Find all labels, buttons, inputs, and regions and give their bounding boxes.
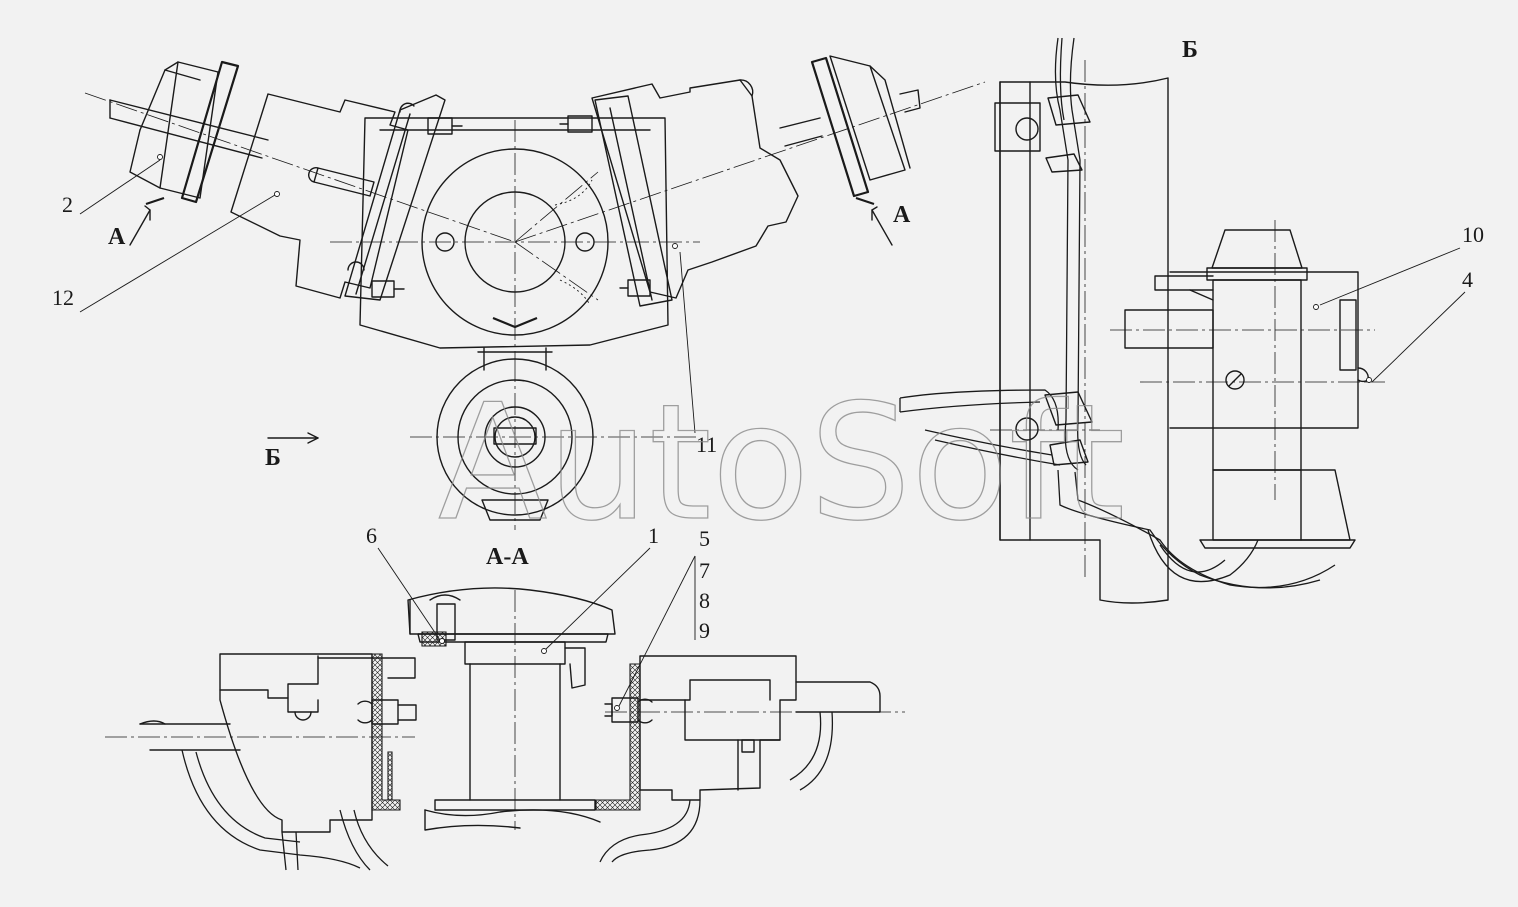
callout-8: 8	[699, 588, 710, 613]
main-view	[84, 55, 986, 530]
callout-11: 11	[696, 432, 717, 457]
callout-6: 6	[366, 523, 377, 548]
view-b-title: Б	[1182, 37, 1198, 63]
section-labels: Б Б А А А-А	[108, 37, 1198, 570]
section-aa-title: А-А	[486, 544, 529, 570]
callout-labels: 2 12 11 10 4 6 1 5 7 8 9	[52, 192, 1484, 643]
callout-4: 4	[1462, 267, 1473, 292]
section-a-a	[105, 587, 905, 871]
callout-7: 7	[699, 558, 710, 583]
leader-lines	[79, 154, 1466, 711]
view-b	[899, 37, 1385, 604]
callout-10: 10	[1462, 222, 1484, 247]
section-arrows	[129, 196, 893, 444]
arrow-a-right-label: А	[893, 202, 911, 228]
callout-12: 12	[52, 285, 74, 310]
callout-5: 5	[699, 526, 710, 551]
arrow-a-left-label: А	[108, 224, 126, 250]
callout-9: 9	[699, 618, 710, 643]
watermark: AutoSoft	[438, 369, 1125, 556]
callout-1: 1	[648, 523, 659, 548]
callout-2: 2	[62, 192, 73, 217]
view-b-arrow-label: Б	[265, 445, 281, 471]
